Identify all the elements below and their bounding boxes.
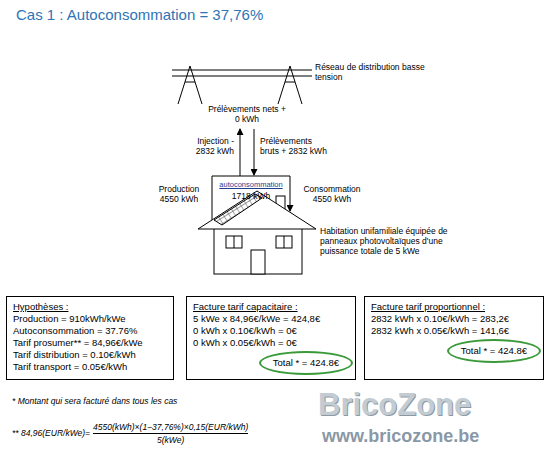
f0: ** 84,96(EUR/kWe)=	[12, 428, 90, 438]
num: 4550(kWh)×(1−37,76%)×0,15(EUR/kWh)	[93, 422, 248, 434]
box-line: Production = 910kWh/kWe	[13, 313, 167, 325]
diagram-label: Injection - 2832 kWh	[184, 136, 234, 156]
total-ellipse: Total * = 424.8€	[259, 351, 353, 375]
box-line: Total * = 424.8€	[273, 357, 339, 369]
box-line: Tarif prosumer** = 84,96€/kWe	[13, 337, 167, 349]
wm2: www.bricozone.be	[322, 426, 479, 448]
total-ellipse: Total * = 424.8€	[447, 339, 541, 363]
invoice-box: Facture tarif capacitaire :5 kWe x 84,96…	[186, 296, 356, 380]
invoice-box: Hypothèses :Production = 910kWh/kWeAutoc…	[6, 296, 174, 380]
den: 5(kWe)	[157, 435, 184, 445]
diagram-title: Cas 1 : Autoconsommation = 37,76%	[16, 6, 263, 24]
invoice-box: Facture tarif proportionnel :2832 kWh x …	[364, 296, 544, 380]
diagram-label: Habitation unifamiliale équipée de panne…	[320, 226, 460, 257]
box-line: 0 kWh x 0.10€/kWh = 0€	[193, 325, 349, 337]
diagram-label: Consommation 4550 kWh	[296, 184, 368, 204]
diagram-label: 1718 kWh	[216, 191, 286, 201]
box-heading: Facture tarif proportionnel :	[371, 301, 537, 313]
wm1: BricoZone	[318, 386, 471, 423]
box-heading: Hypothèses :	[13, 301, 167, 313]
box-line: Tarif distribution = 0.10€/kWh	[13, 349, 167, 361]
box-line: 0 kWh x 0.05€/kWh = 0€	[193, 337, 349, 349]
diagram-label: Réseau de distribution basse tension	[315, 62, 427, 82]
box-line: 2832 kWh x 0.05€/kWh = 141,6€	[371, 325, 537, 337]
power-line	[172, 66, 312, 104]
box-heading: Facture tarif capacitaire :	[193, 301, 349, 313]
house	[198, 191, 316, 274]
box-line: Total * = 424.8€	[461, 345, 527, 357]
box-line: Autoconsommation = 37.76%	[13, 325, 167, 337]
box-line: Tarif transport = 0.05€/kWh	[13, 361, 167, 373]
auto: autoconsommation	[216, 180, 286, 189]
star: * Montant qui sera facturé dans tous les…	[12, 396, 177, 406]
diagram-label: Production 4550 kWh	[150, 184, 208, 204]
diagram-label: Prélèvements nets + 0 kWh	[207, 104, 287, 124]
diagram-label: Prélèvements bruts + 2832 kWh	[260, 136, 332, 156]
box-line: 5 kWe x 84,96€/kWe = 424,8€	[193, 313, 349, 325]
box-line: 2832 kWh x 0.10€/kWh = 283,2€	[371, 313, 537, 325]
